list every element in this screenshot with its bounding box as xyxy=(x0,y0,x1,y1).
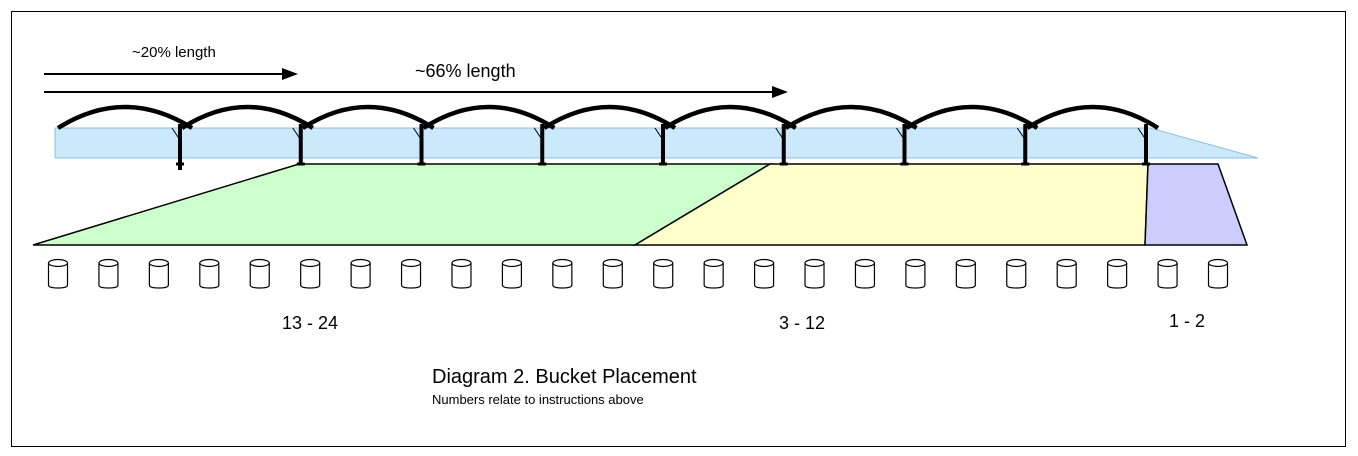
nozzle-brace xyxy=(896,127,905,141)
nozzle-spray-arc xyxy=(905,104,1039,130)
bucket-icon xyxy=(602,258,623,289)
bucket-row xyxy=(47,258,1229,289)
spray-zone-1-2 xyxy=(1144,163,1249,246)
bucket-icon xyxy=(501,258,523,289)
sixty-six-percent-length-label: ~66% length xyxy=(415,61,516,81)
bucket-icon xyxy=(300,258,321,289)
bucket-icon xyxy=(451,258,472,289)
twenty-percent-arrow xyxy=(44,68,298,80)
diagram-frame xyxy=(11,11,1346,447)
bucket-icon xyxy=(905,258,926,289)
bucket-icon xyxy=(249,258,270,289)
bucket-icon xyxy=(703,258,724,289)
bucket-icon xyxy=(804,258,825,289)
nozzle-brace xyxy=(171,127,181,141)
bucket-group-1-2-label: 1 - 2 xyxy=(1169,311,1206,331)
nozzle-brace xyxy=(1137,127,1147,141)
bucket-icon xyxy=(955,258,976,289)
spray-boom xyxy=(54,127,1259,159)
nozzle-spray-arc xyxy=(422,104,556,130)
bucket-icon xyxy=(199,258,220,289)
bucket-icon xyxy=(552,258,573,289)
nozzle-spray-arc xyxy=(543,104,677,130)
nozzle-spray-arc xyxy=(56,104,194,130)
sixty-six-percent-arrow xyxy=(44,86,788,98)
bucket-group-3-12-label: 3 - 12 xyxy=(779,313,826,333)
bucket-icon xyxy=(1006,258,1027,289)
nozzle-brace xyxy=(775,127,785,141)
nozzle-spray-arc xyxy=(784,104,918,130)
nozzle-brace xyxy=(413,127,422,141)
bucket-icon xyxy=(98,258,119,289)
nozzle-spray-arc xyxy=(1026,104,1160,130)
bucket-icon xyxy=(1107,258,1128,289)
bucket-icon xyxy=(1056,258,1077,289)
nozzle-brace xyxy=(1016,127,1026,141)
nozzle-spray-arc xyxy=(663,104,797,130)
bucket-icon xyxy=(47,258,69,289)
bucket-icon xyxy=(350,258,371,289)
bucket-icon xyxy=(1157,258,1178,289)
bucket-icon xyxy=(1207,258,1229,289)
nozzle-brace xyxy=(292,127,302,141)
bucket-icon xyxy=(148,258,169,289)
nozzle-arcs xyxy=(56,104,1160,170)
twenty-percent-length-label: ~20% length xyxy=(132,44,216,61)
diagram-caption-subtitle: Numbers relate to instructions above xyxy=(432,392,644,407)
nozzle-spray-arc xyxy=(180,104,314,130)
bucket-icon xyxy=(400,258,422,289)
bucket-group-13-24-label: 13 - 24 xyxy=(282,313,339,333)
nozzle-spray-arc xyxy=(301,104,435,130)
nozzle-brace xyxy=(533,127,543,141)
bucket-icon xyxy=(653,258,674,289)
nozzle-brace xyxy=(654,127,664,141)
bucket-icon xyxy=(753,258,775,289)
diagram-caption-title: Diagram 2. Bucket Placement xyxy=(432,366,697,388)
bucket-icon xyxy=(854,258,876,289)
